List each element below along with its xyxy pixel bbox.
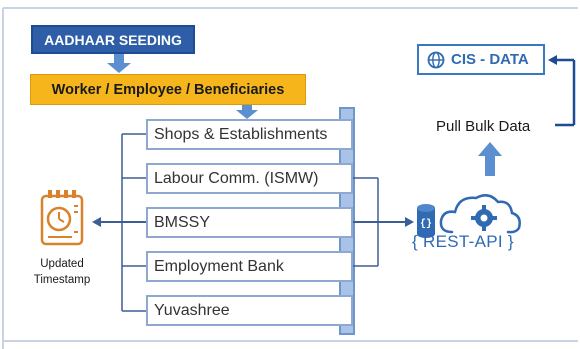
cloud-gear-icon: [439, 194, 521, 234]
seeding-arrow-head: [107, 63, 131, 73]
scheme-shops-establishments: Shops & Establishments: [146, 119, 353, 150]
scheme-employment-bank: Employment Bank: [146, 251, 353, 282]
scheme-labour-comm: Labour Comm. (ISMW): [146, 163, 353, 194]
timestamp-label-line2: Timestamp: [33, 274, 91, 286]
aadhaar-seeding-label: AADHAAR SEEDING: [44, 31, 182, 48]
scheme-label: Yuvashree: [154, 301, 230, 319]
pull-arrow-head: [478, 142, 502, 156]
cis-data-box: CIS - DATA: [417, 44, 545, 75]
timestamp-arrow-head: [92, 217, 101, 227]
database-icon: {}: [417, 204, 435, 238]
aadhaar-seeding-box: AADHAAR SEEDING: [31, 25, 195, 54]
globe-icon: [427, 51, 445, 69]
cis-arrow-head: [548, 55, 557, 65]
workers-arrow-head: [236, 110, 258, 119]
rest-arrow-head: [405, 217, 414, 227]
scheme-label: Employment Bank: [154, 257, 284, 275]
pull-arrow-shaft: [485, 154, 495, 176]
scheme-label: BMSSY: [154, 213, 211, 231]
pull-bulk-data-label: Pull Bulk Data: [436, 118, 531, 135]
timestamp-icon: [40, 190, 84, 246]
scheme-label: Labour Comm. (ISMW): [154, 169, 319, 187]
cis-data-label: CIS - DATA: [451, 51, 529, 68]
rest-api-label: { REST-API }: [412, 232, 514, 251]
scheme-yuvashree: Yuvashree: [146, 295, 353, 326]
seeding-arrow-shaft: [114, 54, 124, 64]
workers-arrow-shaft: [242, 105, 252, 111]
beneficiaries-label: Worker / Employee / Beneficiaries: [51, 81, 285, 98]
scheme-label: Shops & Establishments: [154, 125, 328, 143]
svg-text:{}: {}: [420, 218, 432, 230]
timestamp-label-line1: Updated: [40, 258, 84, 270]
beneficiaries-box: Worker / Employee / Beneficiaries: [30, 74, 306, 105]
scheme-bmssy: BMSSY: [146, 207, 353, 238]
